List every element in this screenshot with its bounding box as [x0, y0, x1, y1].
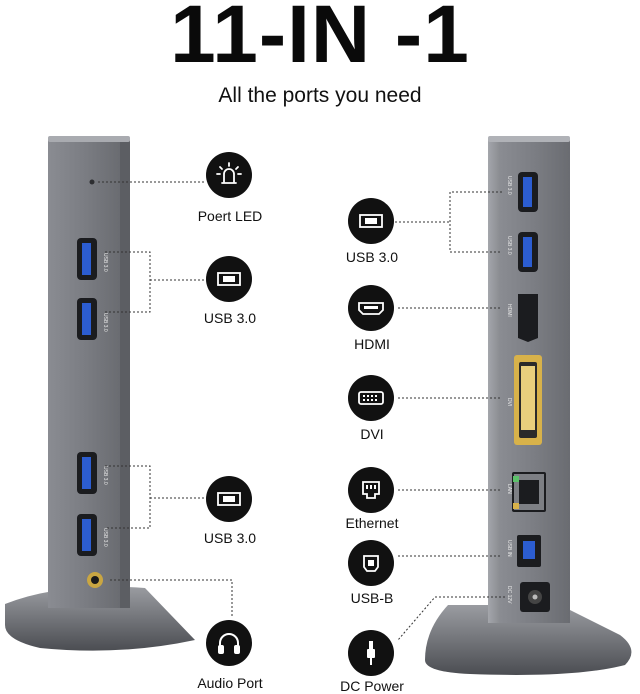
port-mark: DC 12V	[506, 586, 512, 604]
usb-badge-top	[206, 256, 252, 302]
left-leader-lines	[98, 181, 233, 618]
ethernet-label: Ethernet	[345, 515, 399, 531]
port-mark: USB IN	[506, 540, 512, 557]
dc-badge	[348, 630, 394, 676]
usb-badge-right	[348, 198, 394, 244]
usb-b-port	[517, 535, 541, 567]
left-usb-port-4	[77, 514, 97, 556]
dc-plug-icon	[367, 641, 375, 665]
usb-b-badge	[348, 540, 394, 586]
usb-right-label: USB 3.0	[345, 249, 399, 265]
left-dock: USB 3.0 USB 3.0 USB 3.0 USB 3.0	[5, 136, 195, 651]
hdmi-port	[518, 294, 538, 342]
port-mark: USB 3.0	[102, 253, 108, 272]
audio-jack	[87, 572, 103, 588]
dvi-port	[514, 355, 542, 445]
right-dock: USB 3.0 USB 3.0 HDMI DVI LAN USB IN DC 1…	[425, 136, 632, 675]
usb-b-icon	[363, 555, 379, 572]
audio-label: Audio Port	[197, 675, 263, 691]
port-mark: USB 3.0	[102, 466, 108, 485]
hdmi-icon	[358, 302, 384, 315]
dvi-label: DVI	[360, 426, 384, 442]
right-usb-port-1	[518, 172, 538, 212]
hdmi-label: HDMI	[354, 336, 390, 352]
usb-icon	[217, 272, 241, 286]
port-mark: DVI	[506, 398, 512, 406]
dc-jack	[520, 582, 550, 612]
ethernet-port	[512, 472, 546, 512]
port-mark: HDMI	[506, 304, 512, 317]
led-badge	[206, 152, 252, 198]
usb-icon	[217, 492, 241, 506]
port-mark: LAN	[506, 484, 512, 494]
usb-badge-bottom	[206, 476, 252, 522]
dvi-icon	[358, 391, 384, 405]
led-label: Poert LED	[197, 208, 263, 224]
right-usb-port-2	[518, 232, 538, 272]
headphones-icon	[218, 633, 240, 654]
page-subtitle: All the ports you need	[218, 84, 422, 107]
ethernet-icon	[362, 481, 380, 499]
led-dot	[89, 179, 95, 185]
dvi-badge	[348, 375, 394, 421]
left-usb-port-1	[77, 238, 97, 280]
hdmi-badge	[348, 285, 394, 331]
dc-label: DC Power	[340, 678, 404, 694]
usb-icon	[359, 214, 383, 228]
left-usb-port-3	[77, 452, 97, 494]
usb-top-label: USB 3.0	[203, 310, 257, 326]
usb-bottom-label: USB 3.0	[203, 530, 257, 546]
ethernet-badge	[348, 467, 394, 513]
port-mark: USB 3.0	[102, 528, 108, 547]
right-leader-lines	[395, 191, 505, 641]
usb-b-label: USB-B	[350, 590, 394, 606]
port-mark: USB 3.0	[102, 313, 108, 332]
port-mark: USB 3.0	[506, 176, 512, 195]
led-icon	[216, 162, 242, 184]
page-title: 11-IN -1	[170, 0, 470, 80]
left-usb-port-2	[77, 298, 97, 340]
port-mark: USB 3.0	[506, 236, 512, 255]
audio-badge	[206, 620, 252, 666]
